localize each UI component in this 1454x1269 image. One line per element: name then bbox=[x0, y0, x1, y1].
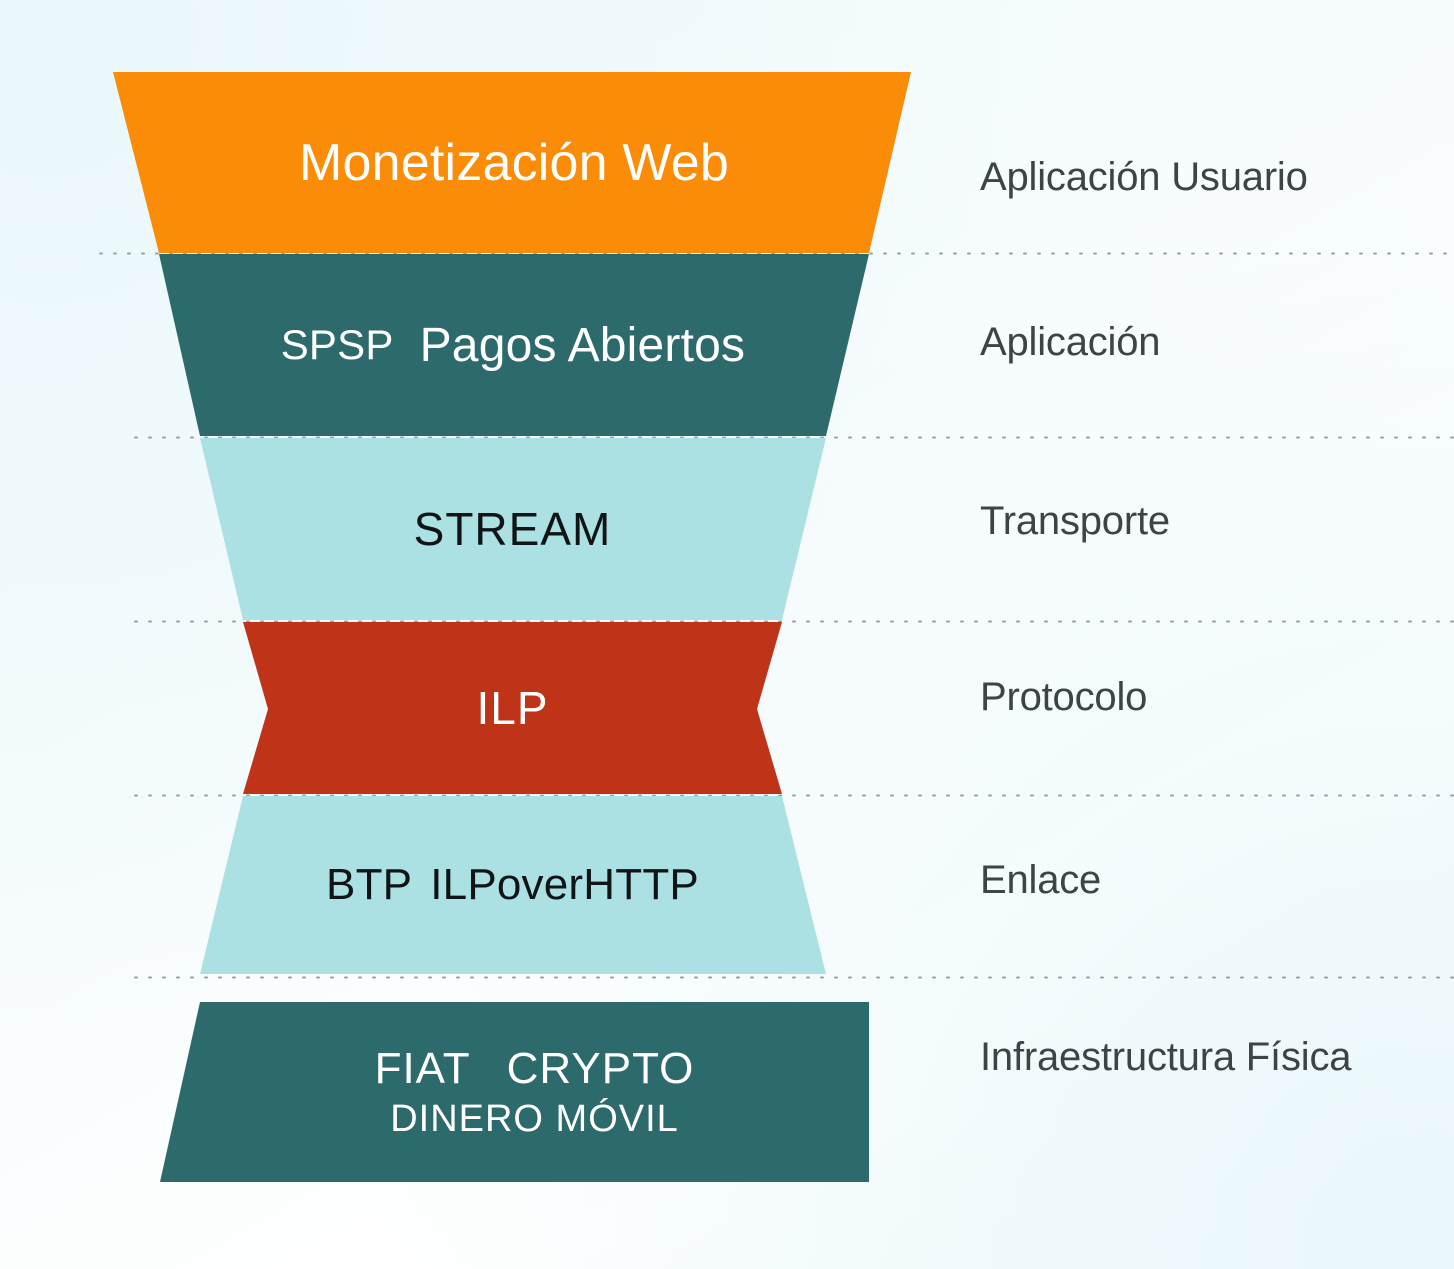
infra-row-1: FIAT CRYPTO bbox=[375, 1044, 695, 1094]
band-text-infraestructura: FIAT CRYPTO DINERO MÓVIL bbox=[200, 1002, 869, 1182]
band-segment-btp: BTP bbox=[326, 860, 413, 909]
side-label-transporte: Transporte bbox=[980, 499, 1170, 543]
band-text-spsp: SPSP Pagos Abiertos bbox=[200, 254, 826, 436]
side-label-aplicacion: Aplicación bbox=[980, 320, 1161, 364]
band-segment-ilpoverhttp: ILPoverHTTP bbox=[430, 860, 699, 909]
funnel-band-ilp bbox=[243, 622, 782, 794]
side-label-enlace: Enlace bbox=[980, 858, 1102, 902]
funnel-band-spsp bbox=[159, 254, 869, 436]
side-label-infraestructura-fisica: Infraestructura Física bbox=[980, 1035, 1352, 1079]
funnel-band-infraestructura bbox=[160, 1002, 869, 1182]
band-segment-ilp: ILP bbox=[476, 682, 549, 734]
band-segment-monetizacion-web: Monetización Web bbox=[298, 133, 730, 192]
band-segment-pagos-abiertos: Pagos Abiertos bbox=[419, 318, 746, 372]
band-segment-stream: STREAM bbox=[413, 503, 612, 555]
band-text-btp: BTP ILPoverHTTP bbox=[243, 796, 782, 974]
infra-row-2: DINERO MÓVIL bbox=[390, 1098, 679, 1141]
side-label-aplicacion-usuario: Aplicación Usuario bbox=[980, 155, 1308, 199]
divider-lines bbox=[99, 252, 1454, 979]
band-segment-crypto: CRYPTO bbox=[506, 1043, 695, 1093]
funnel-band-monetizacion-web bbox=[113, 72, 911, 253]
band-segment-fiat: FIAT bbox=[374, 1043, 471, 1093]
band-text-monetizacion-web: Monetización Web bbox=[159, 72, 869, 253]
band-text-ilp: ILP bbox=[268, 622, 757, 794]
side-label-protocolo: Protocolo bbox=[980, 675, 1148, 719]
funnel-band-btp bbox=[200, 796, 826, 974]
band-text-stream: STREAM bbox=[243, 438, 782, 620]
funnel-band-stream bbox=[200, 438, 826, 620]
band-segment-dinero-movil: DINERO MÓVIL bbox=[390, 1097, 679, 1140]
band-segment-spsp: SPSP bbox=[280, 321, 394, 368]
